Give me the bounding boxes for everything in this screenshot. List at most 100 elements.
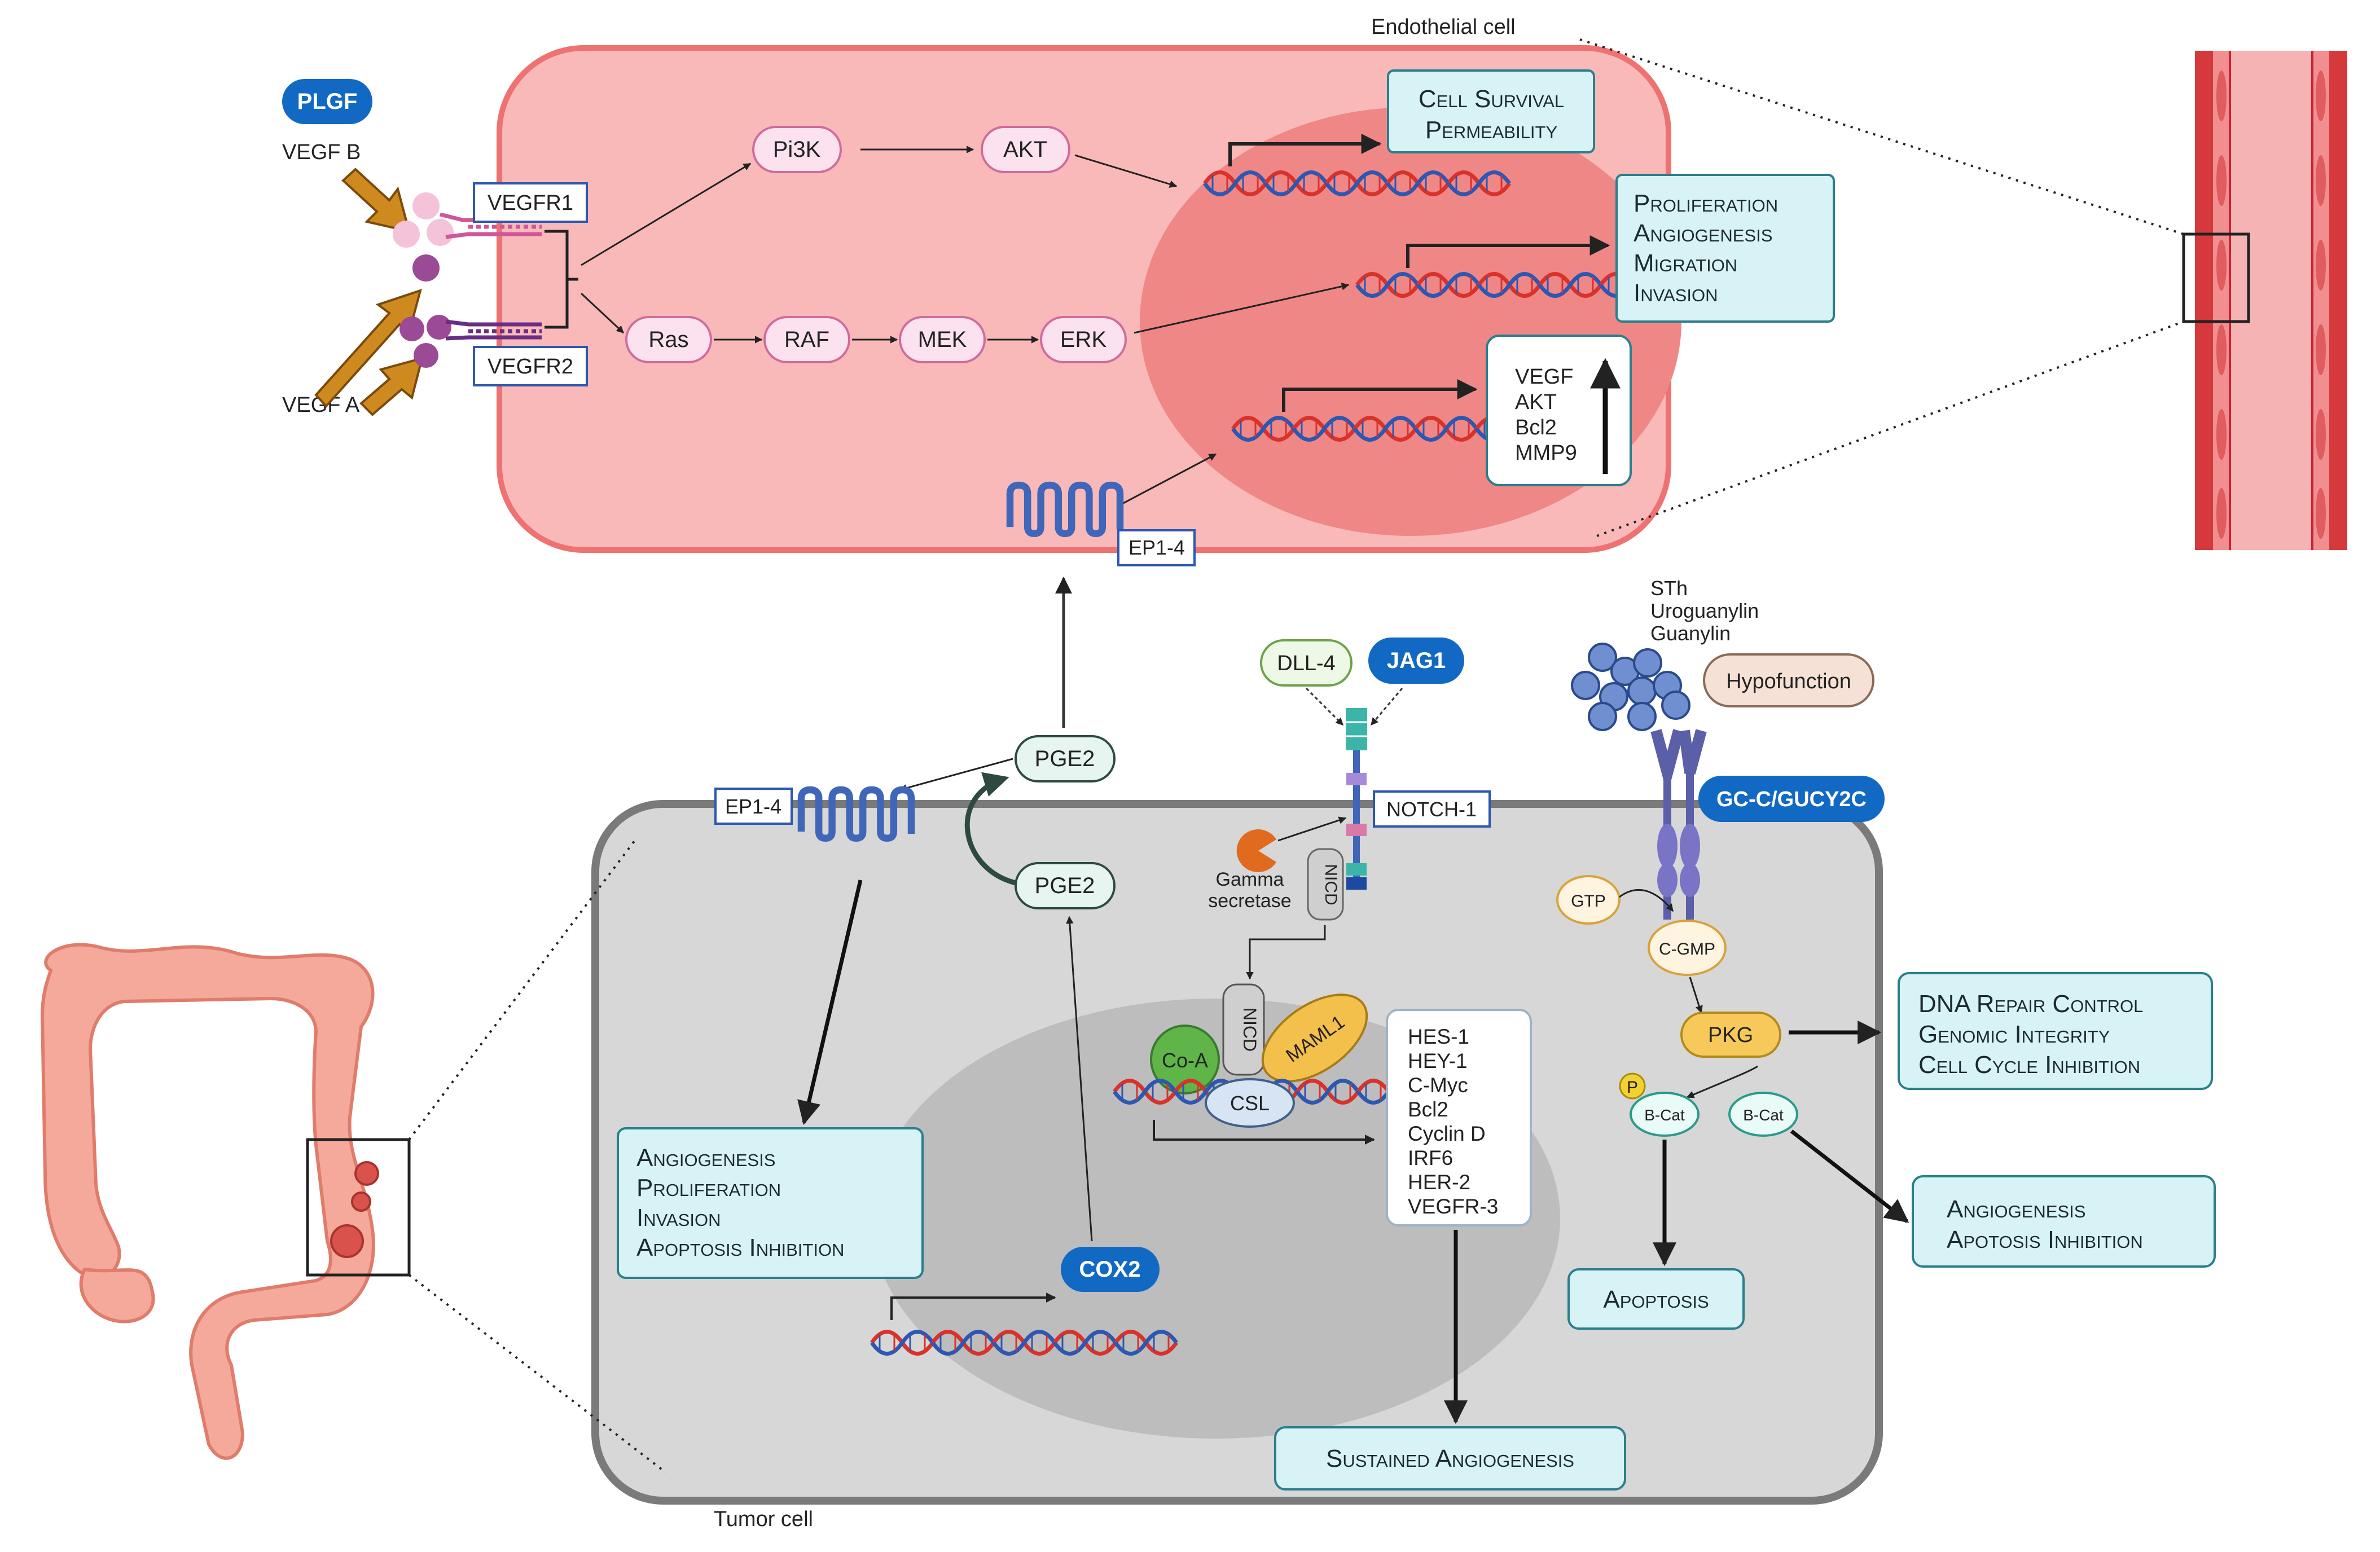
cox2-to-pge2-arrow [1066, 916, 1093, 1242]
pge2-top-node: PGE2 [1015, 735, 1116, 782]
pge2-export-arrow [964, 772, 1017, 886]
ep-to-effects-arrow [797, 880, 863, 1125]
notch1-box [1373, 790, 1491, 828]
pkg-to-bcat-arrow [1686, 1065, 1758, 1098]
csl-oval: CSL [1205, 1078, 1295, 1128]
cell-survival-box: Cell Survival Permeability [1387, 69, 1595, 153]
svg-text:Bcl2: Bcl2 [1515, 416, 1557, 439]
plgf-pill [282, 79, 372, 124]
bcat-phospho-circle: B-Cat [1630, 1092, 1700, 1137]
svg-text:AKT: AKT [1515, 390, 1557, 414]
svg-text:Cyclin D: Cyclin D [1408, 1122, 1486, 1145]
ep1-4-bottom-label: EP1-4 [725, 795, 781, 818]
svg-text:HER-2: HER-2 [1408, 1171, 1470, 1194]
svg-text:JAG1: JAG1 [1387, 648, 1446, 673]
ep1-4-top-box [1117, 529, 1196, 566]
svg-text:Proliferation: Proliferation [1633, 190, 1778, 217]
dll4-binding-arrow [1305, 687, 1344, 726]
secretase-label: secretase [1208, 890, 1291, 912]
erk-node: ERK [1040, 316, 1127, 363]
nicd-membrane: NICD [1307, 848, 1344, 921]
sustained-angiogenesis-box: Sustained Angiogenesis [1274, 1426, 1626, 1491]
svg-text:HES-1: HES-1 [1408, 1025, 1469, 1048]
svg-text:PGE2: PGE2 [1035, 746, 1095, 771]
zoom-line [408, 1274, 667, 1474]
vegfr1-box [473, 182, 588, 223]
mek-node: MEK [899, 316, 986, 363]
svg-text:Angiogenesis: Angiogenesis [1947, 1195, 2085, 1223]
dll4-pill: DLL-4 [1260, 639, 1353, 687]
notch-targets-box: HES-1 HEY-1 C-Myc Bcl2 Cyclin D IRF6 HER… [1386, 1009, 1532, 1226]
vegf-b-label: VEGF B [282, 140, 361, 164]
pkg-pill: PKG [1680, 1012, 1781, 1058]
nicd-translocation-arrow [1246, 925, 1326, 980]
guanylin-label: Guanylin [1650, 622, 1731, 645]
svg-text:B-Cat: B-Cat [1743, 1106, 1784, 1124]
svg-text:ERK: ERK [1060, 327, 1107, 352]
svg-text:MEK: MEK [918, 327, 967, 352]
pge2-to-ep-arrow [899, 758, 1013, 792]
svg-text:Cell Cycle Inhibition: Cell Cycle Inhibition [1918, 1051, 2140, 1079]
vegf-a-ligand [414, 343, 438, 368]
colon-illustration [40, 943, 375, 1460]
sth-label: STh [1650, 577, 1688, 600]
svg-text:Apotosis Inhibition: Apotosis Inhibition [1947, 1226, 2143, 1254]
jag1-binding-arrow [1370, 688, 1403, 726]
tumor-polyps [330, 1161, 379, 1258]
vegf-a-ligand [412, 254, 440, 282]
angio-apotosis-box: Angiogenesis Apotosis Inhibition [1912, 1175, 2216, 1268]
endothelial-cell-label: Endothelial cell [1371, 15, 1516, 39]
svg-text:Invasion: Invasion [1633, 279, 1718, 307]
dna-repair-box: DNA Repair Control Genomic Integrity Cel… [1898, 972, 2213, 1090]
svg-text:HEY-1: HEY-1 [1408, 1049, 1468, 1072]
cgmp-to-pkg-arrow [1689, 977, 1703, 1014]
guanylin-peptides [1571, 643, 1690, 731]
bcat-circle: B-Cat [1728, 1092, 1798, 1137]
blood-vessel [2195, 51, 2347, 550]
gamma-secretase-icon [1236, 829, 1276, 873]
colon-zoom-box [306, 1138, 411, 1277]
vegfr2-label: VEGFR2 [488, 355, 573, 379]
svg-text:Bcl2: Bcl2 [1408, 1098, 1448, 1121]
svg-text:IRF6: IRF6 [1408, 1146, 1453, 1170]
tumor-effects-box: Angiogenesis Proliferation Invasion Apop… [617, 1127, 924, 1279]
svg-text:Co-A: Co-A [1162, 1049, 1208, 1072]
svg-text:PGE2: PGE2 [1035, 873, 1095, 898]
gtp-to-cgmp-arrow [1619, 889, 1674, 912]
ep1-4-bottom-box [714, 788, 793, 825]
svg-text:Invasion: Invasion [636, 1204, 721, 1232]
svg-text:P: P [1627, 1078, 1638, 1097]
transcription-arrow [1406, 235, 1610, 268]
svg-text:Hypofunction: Hypofunction [1726, 670, 1851, 693]
zoom-line [1596, 320, 2184, 537]
akt-node: AKT [981, 126, 1070, 173]
svg-text:RAF: RAF [784, 327, 829, 352]
svg-text:VEGF: VEGF [1515, 365, 1573, 389]
cox2-pill: COX2 [1061, 1247, 1160, 1292]
transcription-arrow [1228, 134, 1382, 166]
ep1-4-top-label: EP1-4 [1128, 536, 1185, 559]
endothelial-arrows [580, 146, 1350, 506]
gamma-label: Gamma [1216, 869, 1284, 890]
svg-text:B-Cat: B-Cat [1644, 1106, 1685, 1124]
svg-text:GC-C/GUCY2C: GC-C/GUCY2C [1716, 788, 1867, 811]
svg-text:MMP9: MMP9 [1515, 441, 1577, 465]
svg-text:GTP: GTP [1571, 892, 1606, 911]
svg-text:C-Myc: C-Myc [1408, 1074, 1468, 1097]
notch1-receptor [1346, 708, 1367, 890]
receptor-brace [544, 230, 578, 329]
nicd-nucleus: NICD [1222, 983, 1265, 1076]
vegf-a-arrow-2 [359, 357, 424, 416]
proliferation-box: Proliferation Angiogenesis Migration Inv… [1615, 174, 1835, 323]
phospho-circle: P [1619, 1072, 1646, 1100]
cox2-transcription-arrow [890, 1292, 1056, 1320]
hypofunction-pill: Hypofunction [1703, 653, 1874, 707]
svg-text:Genomic Integrity: Genomic Integrity [1918, 1021, 2110, 1048]
gcc-pill: GC-C/GUCY2C [1698, 776, 1885, 822]
vegfr2-receptor [445, 319, 542, 341]
svg-text:Proliferation: Proliferation [636, 1174, 781, 1202]
plgf-label: PLGF [297, 89, 358, 114]
svg-text:PKG: PKG [1708, 1023, 1753, 1047]
zoom-line [1579, 38, 2184, 235]
